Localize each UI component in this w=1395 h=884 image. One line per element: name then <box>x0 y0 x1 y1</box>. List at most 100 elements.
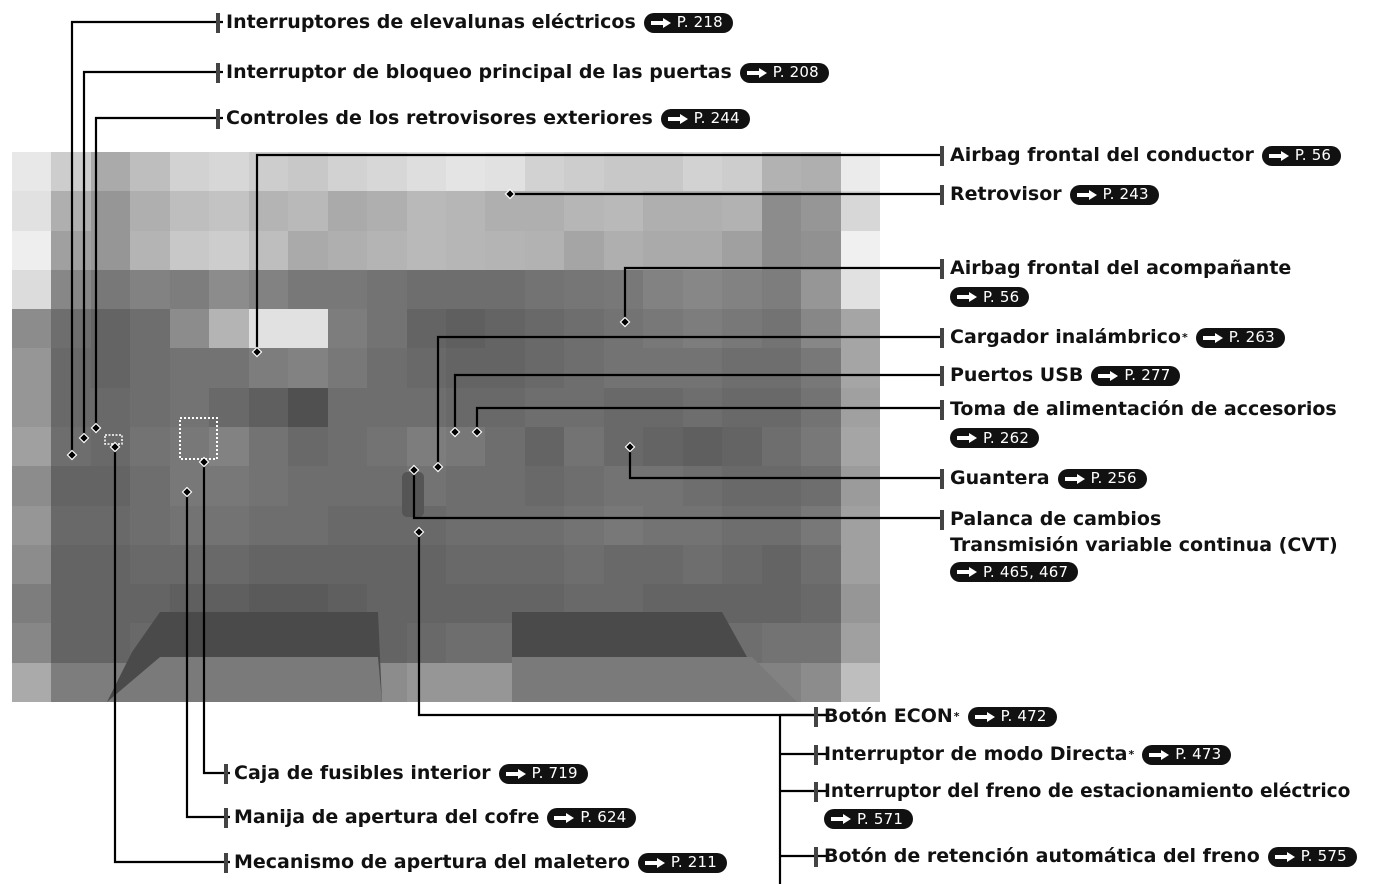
page-number: 262 <box>999 428 1030 447</box>
page-ref-airbag-conductor[interactable]: P. 56 <box>1261 145 1342 166</box>
seat-silhouettes <box>107 472 797 702</box>
label-maletero: Mecanismo de apertura del maletero P. 21… <box>224 851 728 874</box>
arrow-right-icon <box>554 812 575 823</box>
page-number: 473 <box>1192 745 1222 763</box>
arrow-right-icon <box>831 814 851 824</box>
page-number: 211 <box>687 853 718 871</box>
page-number: 208 <box>789 63 819 81</box>
label-airbag-acompanante-text: Airbag frontal del acompañante <box>950 257 1292 279</box>
label-bloqueo: Interruptor de bloqueo principal de las … <box>216 61 829 84</box>
arrow-right-icon <box>1149 749 1170 760</box>
label-palanca: Palanca de cambios Transmisión variable … <box>940 508 1338 582</box>
arrow-right-icon <box>1098 370 1119 381</box>
arrow-right-icon <box>974 711 995 722</box>
page-ref-cargador[interactable]: P. 263 <box>1195 327 1285 348</box>
page-ref-econ[interactable]: P. 472 <box>967 706 1057 727</box>
label-palanca-subtext: Transmisión variable continua (CVT) <box>950 534 1338 556</box>
page-ref-maletero[interactable]: P. 211 <box>637 852 728 873</box>
page-prefix: P. <box>1175 745 1188 763</box>
arrow-right-icon <box>1268 150 1289 161</box>
arrow-right-icon <box>505 768 526 779</box>
page-ref-retencion[interactable]: P. 575 <box>1267 846 1357 867</box>
page-number: 719 <box>548 764 578 782</box>
page-number: 256 <box>1107 469 1137 487</box>
page-prefix: P. <box>857 809 869 828</box>
page-prefix: P. <box>1228 328 1241 346</box>
label-airbag-conductor-text: Airbag frontal del conductor <box>950 144 1254 166</box>
label-elevalunas-text: Interruptores de elevalunas eléctricos <box>226 11 636 33</box>
arrow-right-icon <box>957 433 977 443</box>
page-number: 472 <box>1017 707 1047 725</box>
label-cargador-text: Cargador inalámbrico <box>950 326 1181 348</box>
label-cargador: Cargador inalámbrico* P. 263 <box>940 326 1285 349</box>
page-prefix: P. <box>1090 469 1103 487</box>
arrow-right-icon <box>667 113 688 124</box>
arrow-right-icon <box>1274 851 1295 862</box>
dashboard-photo-pixelated <box>12 152 880 702</box>
label-retrovisores-ext: Controles de los retrovisores exteriores… <box>216 107 750 130</box>
label-retencion-text: Botón de retención automática del freno <box>824 845 1260 867</box>
page-ref-directa[interactable]: P. 473 <box>1142 744 1232 765</box>
arrow-right-icon <box>1202 332 1223 343</box>
page-prefix: P. <box>983 287 995 306</box>
page-number: 56 <box>999 287 1020 306</box>
label-fusibles-text: Caja de fusibles interior <box>234 762 491 784</box>
page-number: 277 <box>1141 366 1171 384</box>
page-ref-bloqueo[interactable]: P. 208 <box>739 62 829 83</box>
page-number: 624 <box>597 808 627 826</box>
page-ref-retrovisores-ext[interactable]: P. 244 <box>660 108 750 129</box>
page-ref-freno-estac[interactable]: P. 571 <box>824 809 914 829</box>
arrow-right-icon <box>650 17 671 28</box>
label-guantera-text: Guantera <box>950 467 1050 489</box>
page-prefix: P. <box>1300 847 1313 865</box>
label-usb-text: Puertos USB <box>950 364 1084 386</box>
page-ref-guantera[interactable]: P. 256 <box>1057 468 1147 489</box>
page-ref-cofre[interactable]: P. 624 <box>547 807 637 828</box>
page-ref-elevalunas[interactable]: P. 218 <box>643 12 733 33</box>
page-number: 571 <box>873 809 904 828</box>
page-prefix: P. <box>670 853 683 871</box>
label-guantera: Guantera P. 256 <box>940 467 1147 490</box>
page-prefix: P. <box>1294 146 1307 164</box>
label-retrovisor-text: Retrovisor <box>950 183 1062 205</box>
label-freno-estac: Interruptor del freno de estacionamiento… <box>814 780 1350 829</box>
page-ref-airbag-acompanante[interactable]: P. 56 <box>950 287 1030 307</box>
label-cofre: Manija de apertura del cofre P. 624 <box>224 806 637 829</box>
label-econ: Botón ECON* P. 472 <box>814 705 1057 728</box>
page-prefix: P. <box>983 428 995 447</box>
label-cofre-text: Manija de apertura del cofre <box>234 806 540 828</box>
label-airbag-conductor: Airbag frontal del conductor P. 56 <box>940 144 1342 167</box>
page-ref-usb[interactable]: P. 277 <box>1091 365 1181 386</box>
page-prefix: P. <box>1102 185 1115 203</box>
label-airbag-acompanante: Airbag frontal del acompañante P. 56 <box>940 257 1291 307</box>
arrow-right-icon <box>1064 473 1085 484</box>
page-ref-palanca[interactable]: P. 465, 467 <box>950 562 1079 582</box>
page-prefix: P. <box>531 764 544 782</box>
page-ref-fusibles[interactable]: P. 719 <box>498 763 588 784</box>
label-palanca-text: Palanca de cambios <box>950 508 1162 530</box>
page-prefix: P. <box>676 13 689 31</box>
arrow-right-icon <box>1076 189 1097 200</box>
label-retrovisor: Retrovisor P. 243 <box>940 183 1159 206</box>
page-prefix: P. <box>772 63 785 81</box>
page-number: 218 <box>693 13 723 31</box>
page-number: 56 <box>1311 146 1332 164</box>
page-prefix: P. <box>693 109 706 127</box>
page-ref-toma[interactable]: P. 262 <box>950 428 1040 448</box>
arrow-right-icon <box>746 67 767 78</box>
label-maletero-text: Mecanismo de apertura del maletero <box>234 851 630 873</box>
label-econ-text: Botón ECON <box>824 705 953 727</box>
label-elevalunas: Interruptores de elevalunas eléctricos P… <box>216 11 733 34</box>
arrow-right-icon <box>957 567 977 577</box>
label-freno-estac-text: Interruptor del freno de estacionamiento… <box>824 781 1351 802</box>
label-toma-text: Toma de alimentación de accesorios <box>950 398 1337 420</box>
page-prefix: P. <box>983 562 995 581</box>
arrow-right-icon <box>957 292 977 302</box>
page-number: 465, 467 <box>999 562 1069 581</box>
label-usb: Puertos USB P. 277 <box>940 364 1181 387</box>
label-directa: Interruptor de modo Directa* P. 473 <box>814 743 1232 766</box>
arrow-right-icon <box>644 857 665 868</box>
page-number: 575 <box>1317 847 1347 865</box>
page-ref-retrovisor[interactable]: P. 243 <box>1069 184 1159 205</box>
